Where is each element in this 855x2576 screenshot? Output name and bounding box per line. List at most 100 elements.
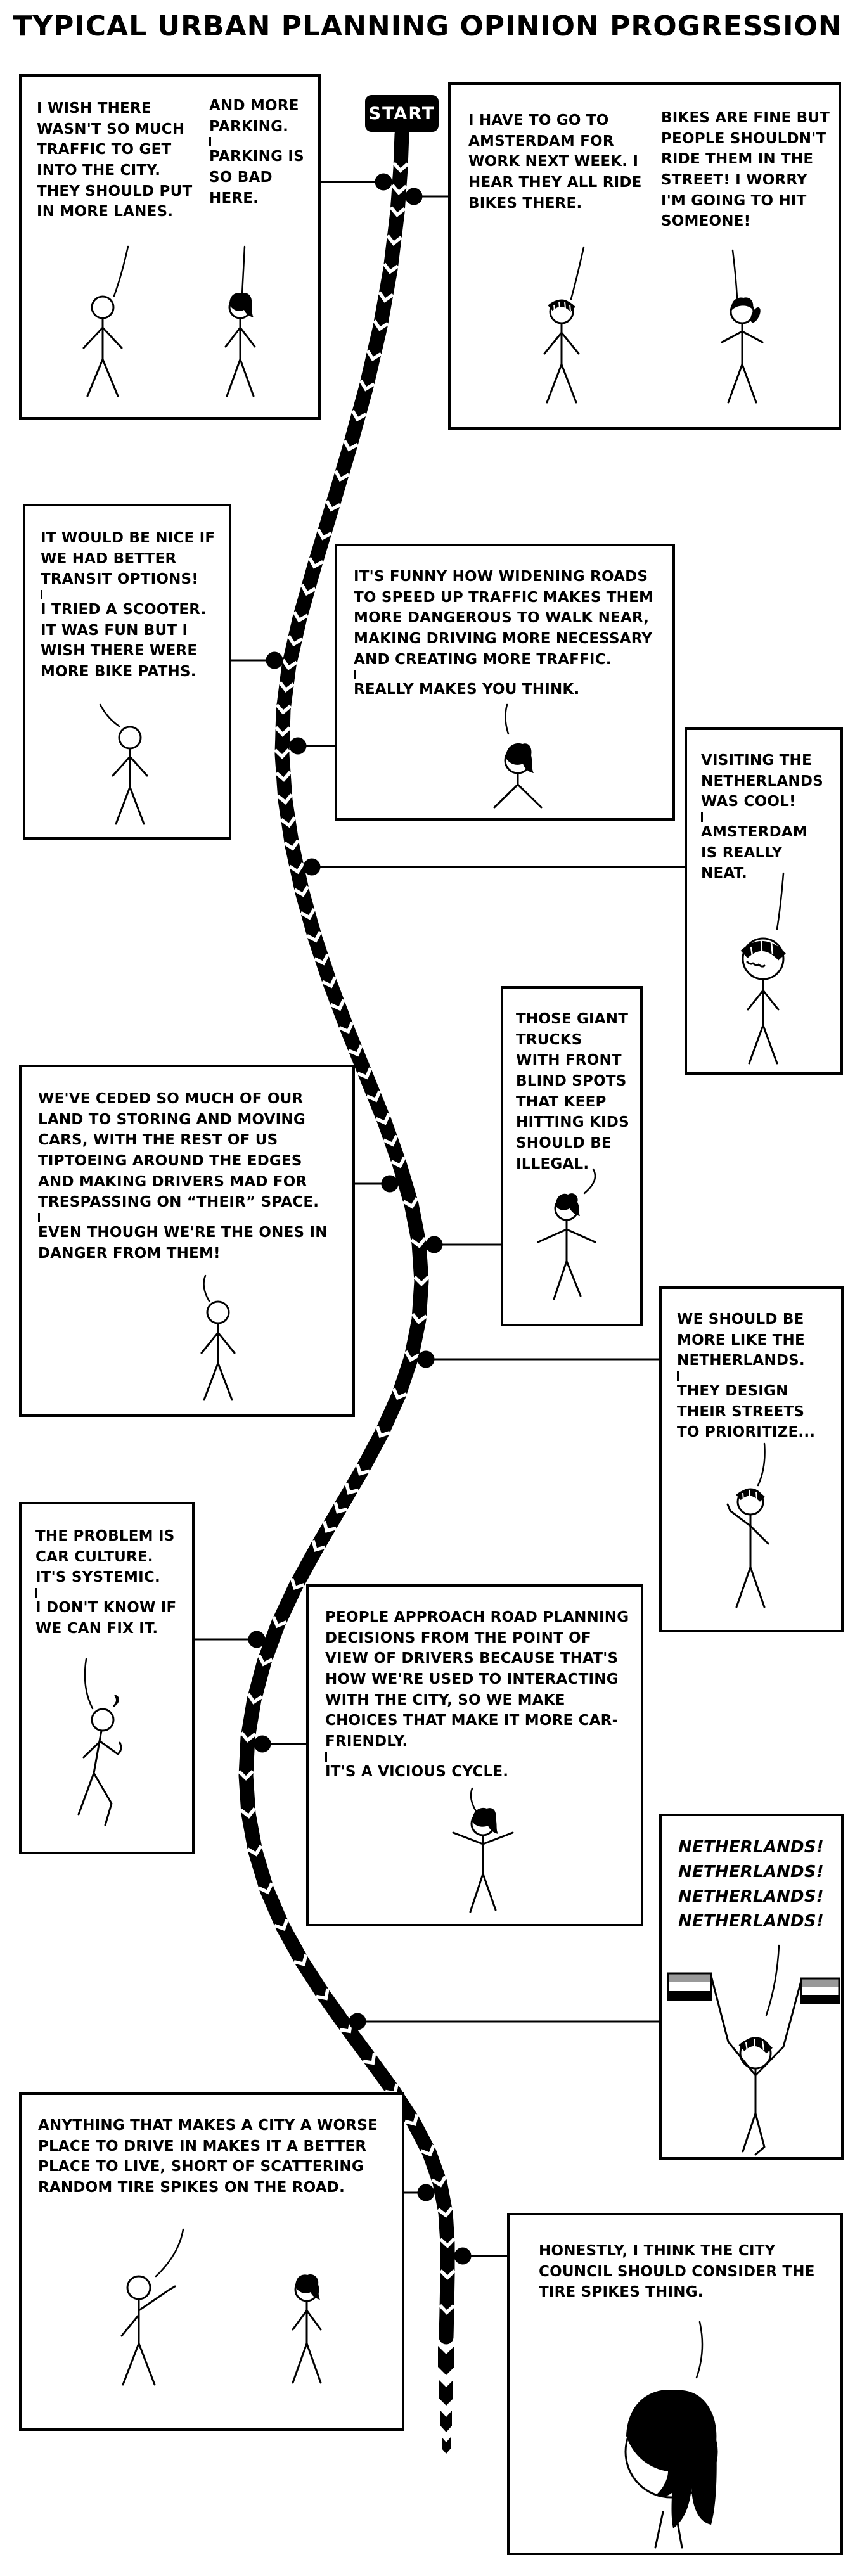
speech-ceded-line1: WE'VE CEDED SO MUCH OF OUR LAND TO STORI… — [38, 1091, 319, 1211]
speech-bikes-are-fine: BIKES ARE FINE BUT PEOPLE SHOULDN'T RIDE… — [661, 110, 830, 230]
connector-traffic — [321, 173, 392, 191]
chant-line1: NETHERLANDS! — [678, 1838, 824, 1857]
bob-hair-figure — [224, 292, 256, 397]
paragraph-tick — [677, 1371, 679, 1381]
speech-visiting-line2: AMSTERDAM IS REALLY NEAT. — [701, 823, 807, 882]
car-culture-figure — [77, 1658, 122, 1826]
speech-more-parking: AND MORE PARKING. PARKING IS SO BAD HERE… — [209, 96, 314, 208]
panel-car-culture: THE PROBLEM IS CAR CULTURE. IT'S SYSTEMI… — [19, 1502, 195, 1854]
speech-more-parking-line2: PARKING IS SO BAD HERE. — [209, 148, 304, 207]
connector-netherlands-design — [417, 1350, 659, 1368]
speech-vicious-cycle: PEOPLE APPROACH ROAD PLANNING DECISIONS … — [325, 1607, 631, 1782]
amsterdam-figures — [543, 246, 764, 404]
transit-figure — [99, 703, 148, 825]
panel-ceded: WE'VE CEDED SO MUCH OF OUR LAND TO STORI… — [19, 1065, 355, 1417]
speech-car-culture: THE PROBLEM IS CAR CULTURE. IT'S SYSTEMI… — [35, 1526, 183, 1639]
vicious-cycle-figure — [452, 1787, 514, 1913]
speech-widening-line2: REALLY MAKES YOU THINK. — [354, 681, 580, 698]
paragraph-tick — [35, 1587, 37, 1598]
panel-netherlands-design: WE SHOULD BE MORE LIKE THE NETHERLANDS. … — [659, 1286, 844, 1632]
ponytail-figure — [721, 297, 764, 404]
ceded-figure — [200, 1274, 236, 1401]
speech-transit-options: IT WOULD BE NICE IF WE HAD BETTER TRANSI… — [41, 528, 217, 682]
connector-transit — [231, 651, 283, 669]
speech-ceded: WE'VE CEDED SO MUCH OF OUR LAND TO STORI… — [38, 1089, 341, 1264]
connector-trucks — [425, 1236, 501, 1253]
long-hair-closeup-figure — [624, 2390, 718, 2549]
chant-line4: NETHERLANDS! — [678, 1912, 824, 1931]
tire-spikes-figures — [120, 2228, 322, 2386]
speech-visiting-line1: VISITING THE NETHERLANDS WAS COOL! — [701, 752, 823, 811]
speech-widening-roads: IT'S FUNNY HOW WIDENING ROADS TO SPEED U… — [354, 567, 663, 700]
speech-cc-line2: I DON'T KNOW IF WE CAN FIX IT. — [35, 1599, 177, 1637]
page-title: TYPICAL URBAN PLANNING OPINION PROGRESSI… — [13, 10, 842, 42]
cueball-pointing-figure — [120, 2275, 176, 2386]
panel-tire-spikes: ANYTHING THAT MAKES A CITY A WORSE PLACE… — [19, 2092, 404, 2431]
speech-more-parking-line1: AND MORE PARKING. — [209, 98, 299, 135]
chant-figure — [667, 1944, 840, 2156]
speech-transit-line2: I TRIED A SCOOTER. IT WAS FUN BUT I WISH… — [41, 601, 207, 680]
bob-hair-figure — [292, 2274, 322, 2384]
speech-council: HONESTLY, I THINK THE CITY COUNCIL SHOUL… — [539, 2243, 815, 2301]
speech-vc-line1: PEOPLE APPROACH ROAD PLANNING DECISIONS … — [325, 1609, 629, 1750]
speech-go-to-amsterdam: I HAVE TO GO TO AMSTERDAM FOR WORK NEXT … — [468, 112, 642, 212]
trucks-figure — [537, 1168, 596, 1300]
netherlands-design-figure — [726, 1442, 769, 1608]
connector-chant — [349, 2013, 659, 2030]
panel-chant: NETHERLANDS! NETHERLANDS! NETHERLANDS! N… — [659, 1814, 844, 2160]
speech-nd-line2: THEY DESIGN THEIR STREETS TO PRIORITIZE.… — [677, 1382, 816, 1441]
speech-trucks: THOSE GIANT TRUCKS WITH FRONT BLIND SPOT… — [516, 1011, 629, 1172]
beanie-flag-waver-figure — [727, 2037, 785, 2156]
visiting-figure — [740, 872, 786, 1065]
panel-widening: IT'S FUNNY HOW WIDENING ROADS TO SPEED U… — [335, 544, 675, 821]
connector-amsterdam — [405, 188, 448, 205]
cueball-figure — [112, 726, 148, 825]
widening-figure — [493, 703, 543, 809]
beanie-figure — [543, 299, 580, 404]
beanie-figure — [740, 937, 786, 1065]
speech-tire-spikes: ANYTHING THAT MAKES A CITY A WORSE PLACE… — [38, 2117, 378, 2196]
panel-council: HONESTLY, I THINK THE CITY COUNCIL SHOUL… — [507, 2213, 843, 2555]
connector-visiting — [303, 858, 685, 876]
connector-council — [454, 2247, 507, 2265]
paragraph-tick — [701, 812, 703, 822]
messy-hair-figure — [537, 1193, 596, 1300]
speech-vc-line2: IT'S A VICIOUS CYCLE. — [325, 1763, 509, 1780]
speech-transit-line1: IT WOULD BE NICE IF WE HAD BETTER TRANSI… — [41, 530, 215, 588]
speech-more-lanes: I WISH THERE WASN'T SO MUCH TRAFFIC TO G… — [37, 100, 193, 221]
speech-chant: NETHERLANDS! NETHERLANDS! NETHERLANDS! N… — [678, 1835, 837, 1934]
speech-cc-line1: THE PROBLEM IS CAR CULTURE. IT'S SYSTEMI… — [35, 1528, 175, 1586]
connector-car-culture — [195, 1631, 266, 1648]
connector-widening — [289, 737, 335, 755]
panel-traffic: I WISH THERE WASN'T SO MUCH TRAFFIC TO G… — [19, 74, 321, 420]
speech-ceded-line2: EVEN THOUGH WE'RE THE ONES IN DANGER FRO… — [38, 1224, 328, 1262]
traffic-figures — [82, 245, 256, 397]
paragraph-tick — [38, 1212, 40, 1222]
netherlands-flag-icon — [667, 1972, 730, 2043]
side-part-arms-up-figure — [452, 1807, 514, 1913]
start-sign: START — [365, 95, 439, 132]
beanie-thumbs-up-figure — [726, 1488, 769, 1608]
speech-netherlands-design: WE SHOULD BE MORE LIKE THE NETHERLANDS. … — [677, 1309, 829, 1443]
chant-line2: NETHERLANDS! — [678, 1862, 824, 1881]
paragraph-tick — [41, 589, 42, 599]
panel-amsterdam: I HAVE TO GO TO AMSTERDAM FOR WORK NEXT … — [448, 82, 841, 430]
speech-visiting: VISITING THE NETHERLANDS WAS COOL! AMSTE… — [701, 750, 828, 884]
paragraph-tick — [354, 670, 356, 680]
panel-transit: IT WOULD BE NICE IF WE HAD BETTER TRANSI… — [23, 504, 231, 840]
connector-vicious-cycle — [254, 1735, 306, 1753]
paragraph-tick — [325, 1752, 327, 1762]
cueball-figure — [82, 295, 123, 397]
connector-ceded — [355, 1175, 399, 1193]
walking-cueball-figure — [77, 1695, 122, 1826]
connector-tire-spikes — [404, 2184, 435, 2201]
netherlands-flag-icon — [782, 1977, 840, 2048]
path-fade-out-chevrons — [438, 2346, 454, 2454]
side-part-hair-figure — [493, 743, 543, 809]
panel-vicious-cycle: PEOPLE APPROACH ROAD PLANNING DECISIONS … — [306, 1584, 643, 1926]
panel-trucks: THOSE GIANT TRUCKS WITH FRONT BLIND SPOT… — [501, 986, 643, 1326]
panel-visiting: VISITING THE NETHERLANDS WAS COOL! AMSTE… — [685, 727, 843, 1075]
chant-line3: NETHERLANDS! — [678, 1887, 824, 1906]
